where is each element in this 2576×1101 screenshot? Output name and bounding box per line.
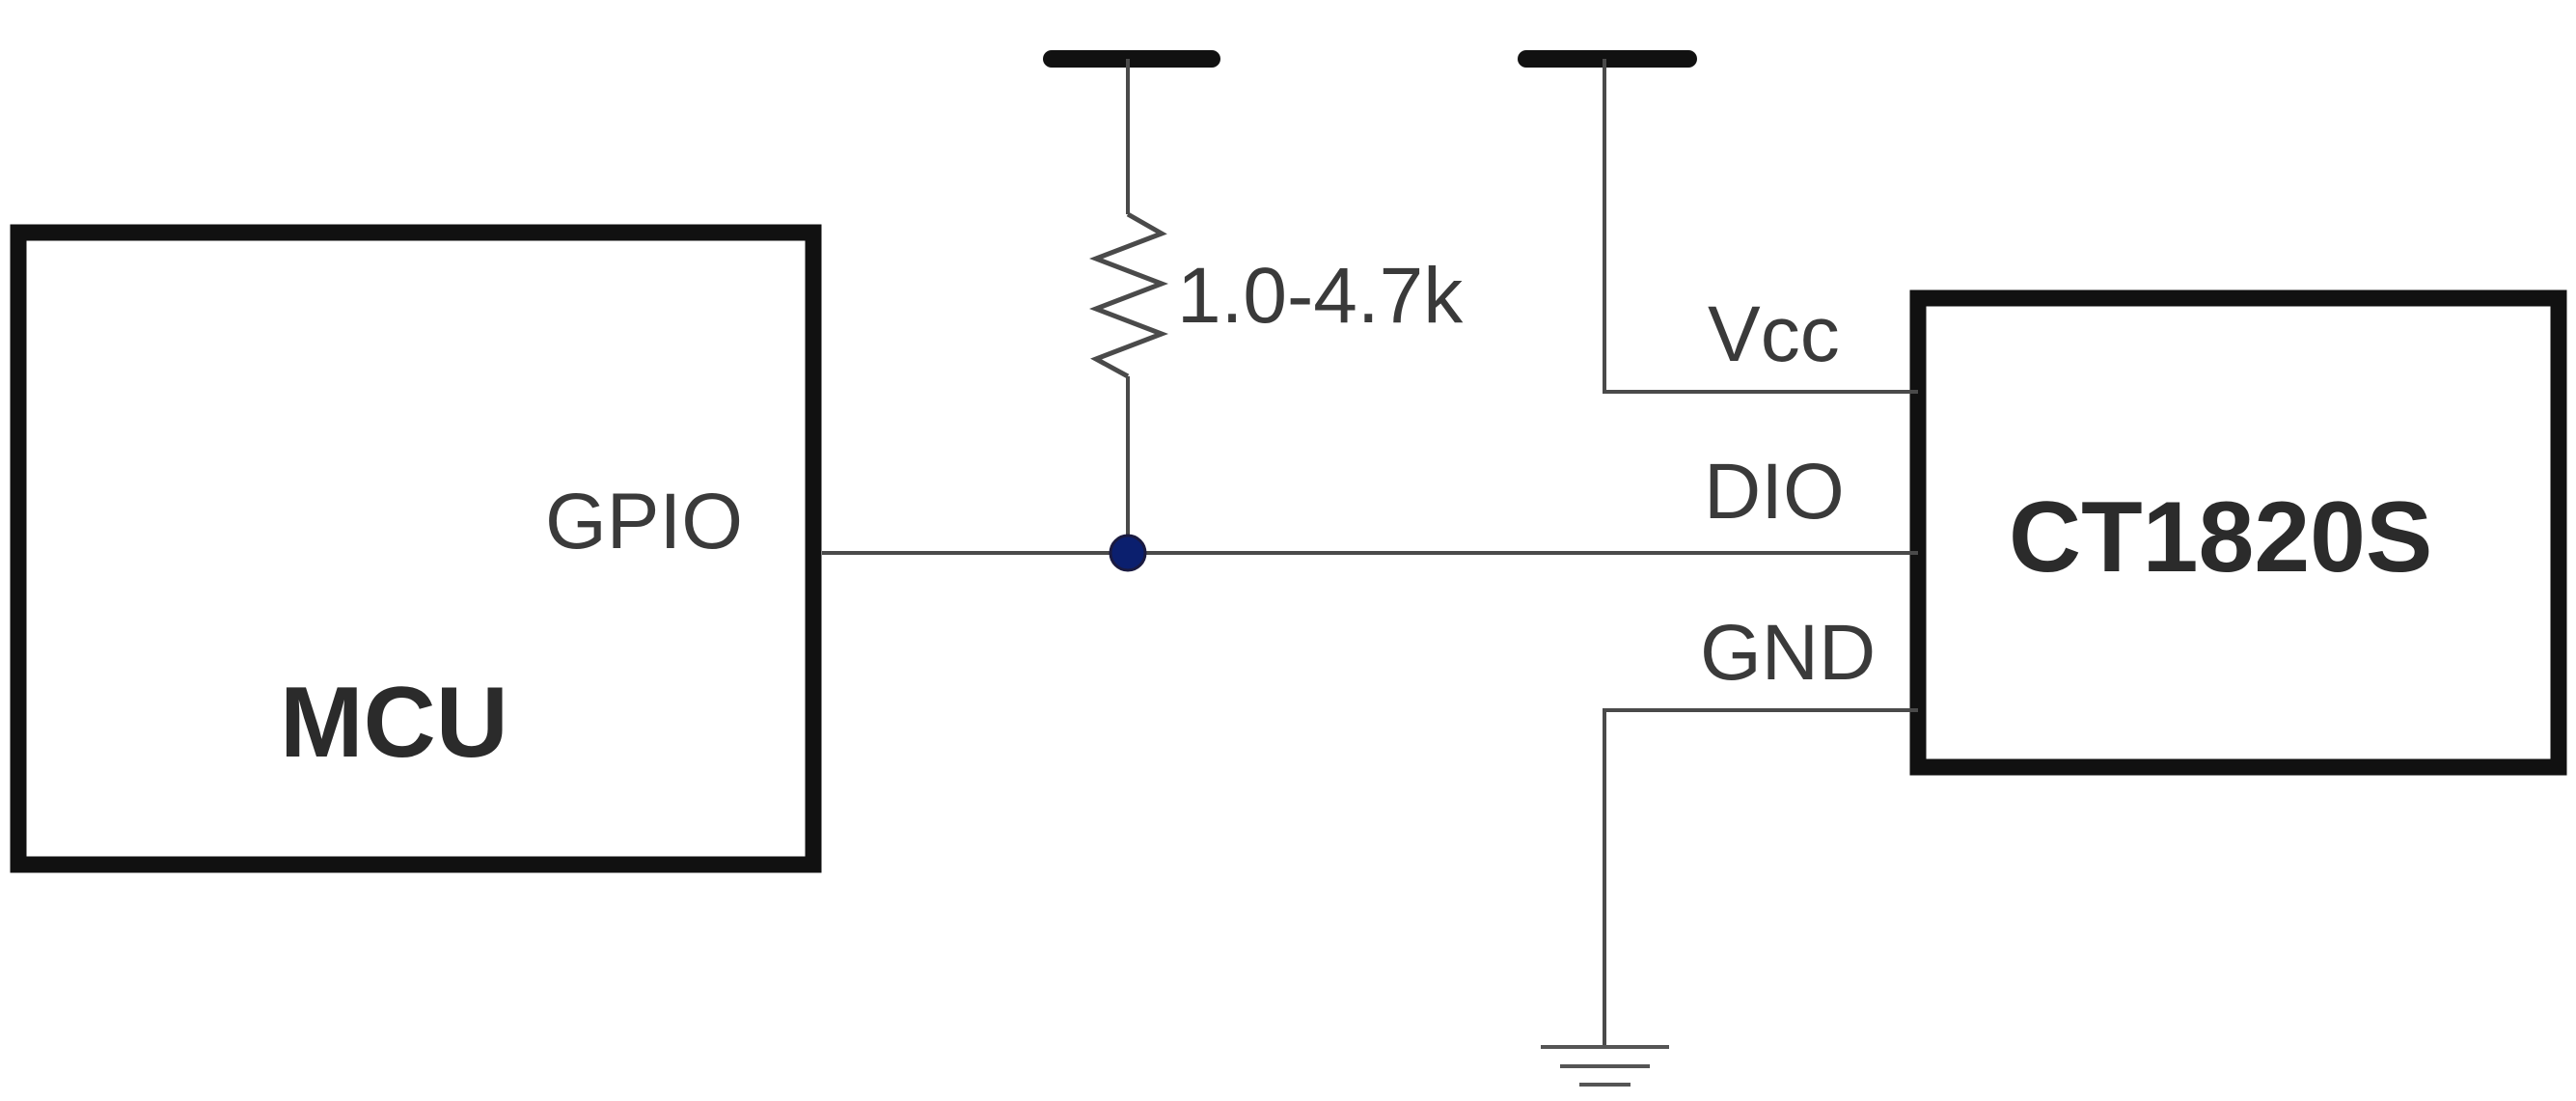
resistor-value-label: 1.0-4.7k <box>1177 252 1464 340</box>
sensor-vcc-pin-label: Vcc <box>1708 290 1840 378</box>
sensor-block: CT1820S Vcc DIO GND <box>1700 289 2567 776</box>
resistor-zigzag <box>1088 211 1169 379</box>
gnd-wire <box>1603 708 1918 1047</box>
sensor-gnd-pin-label: GND <box>1700 609 1876 697</box>
sensor-dio-pin-label: DIO <box>1704 448 1845 536</box>
mcu-label: MCU <box>280 667 508 779</box>
pullup-resistor: 1.0-4.7k <box>1088 59 1464 553</box>
mcu-box <box>10 224 822 873</box>
sensor-label: CT1820S <box>2009 482 2432 593</box>
junction-dot <box>1109 534 1147 572</box>
sensor-box <box>1909 289 2567 776</box>
vcc-wire <box>1603 59 1918 394</box>
mcu-gpio-pin-label: GPIO <box>545 478 743 565</box>
ground-icon <box>1541 1045 1669 1087</box>
mcu-block: MCU GPIO <box>10 224 822 873</box>
